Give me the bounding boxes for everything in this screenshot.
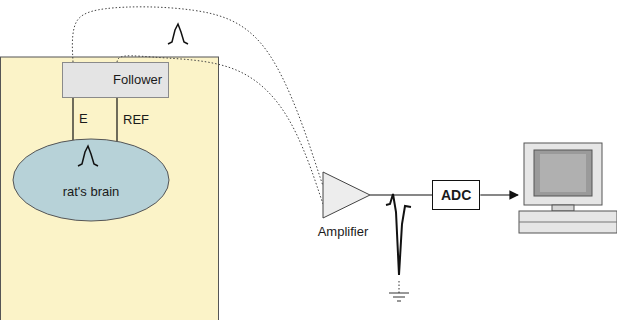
neural-spike: [78, 146, 98, 166]
amplifier-symbol: [308, 170, 378, 220]
node-label: ADC: [441, 187, 471, 203]
ground-symbol: [389, 293, 409, 301]
amplifier-triangle: Amplifier: [308, 170, 378, 242]
adc-box: ADC: [432, 180, 480, 210]
signal-wire: [116, 98, 117, 141]
follower-box: Follower: [62, 62, 169, 98]
brain-ellipse: rat's brain: [12, 138, 170, 222]
electrode-label: E: [79, 111, 88, 127]
node-label: Follower: [113, 72, 162, 88]
ground-lead: [399, 281, 400, 293]
output-spike: [386, 194, 411, 275]
headstage-housing: [1, 57, 219, 320]
node-label: Amplifier: [308, 224, 378, 240]
data-link-arrow: [480, 194, 518, 195]
node-label: rat's brain: [12, 184, 170, 200]
signal-wire: [370, 194, 432, 195]
cable-spike: [168, 24, 188, 44]
computer-icon: [519, 143, 617, 233]
electrode-label: REF: [123, 112, 149, 128]
brain-outline: [12, 138, 170, 222]
signal-wire: [72, 98, 73, 140]
